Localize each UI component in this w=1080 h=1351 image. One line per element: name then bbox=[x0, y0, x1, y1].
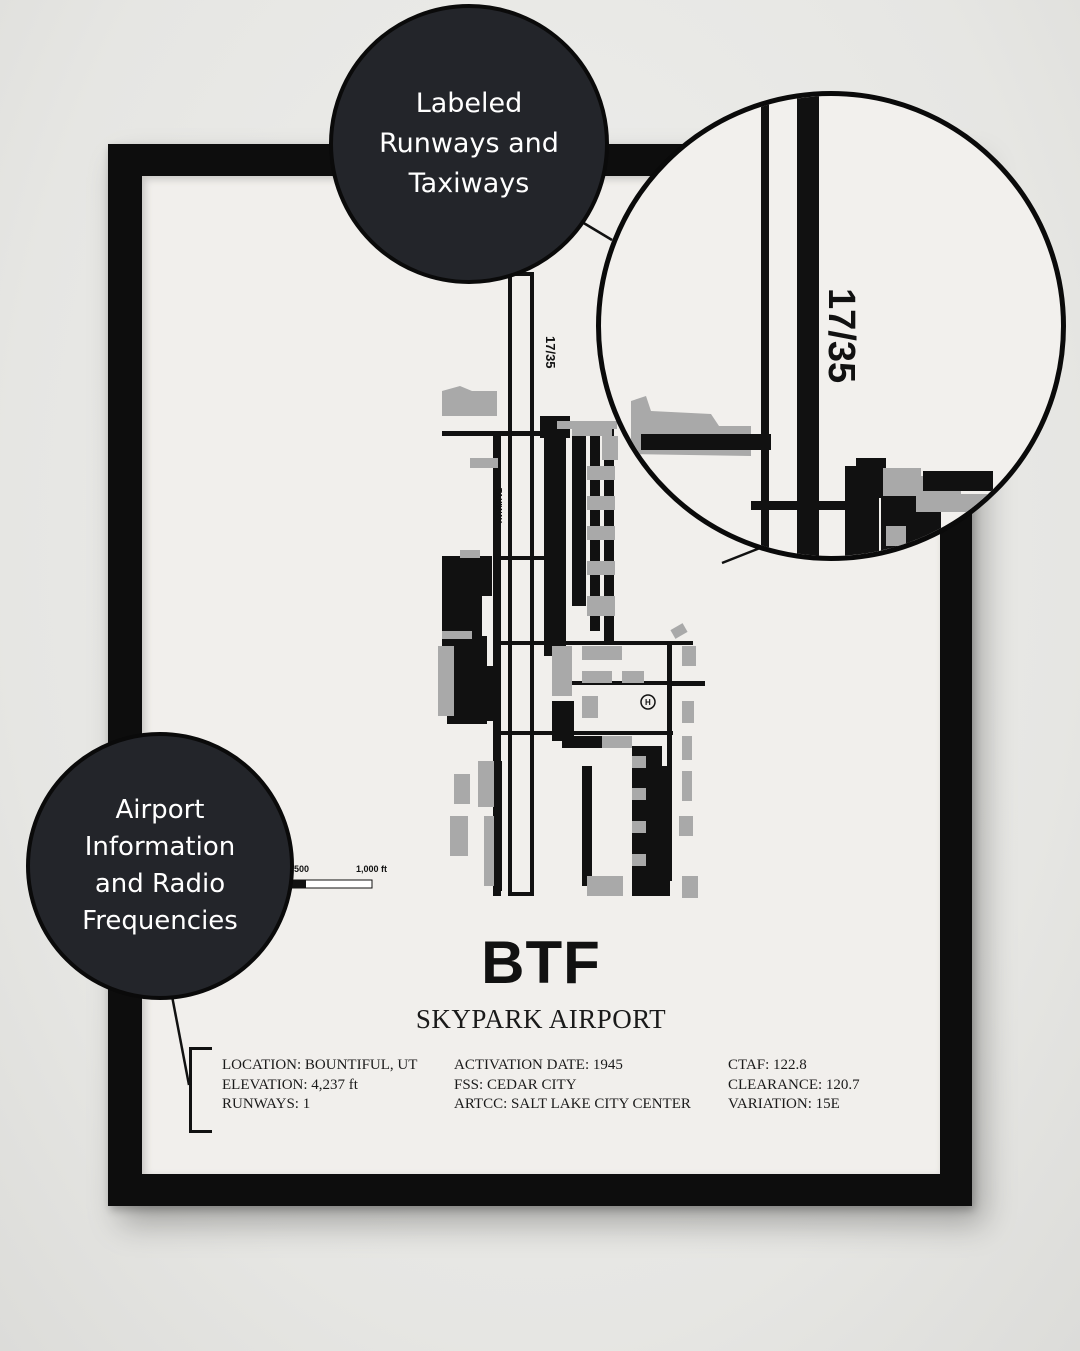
airport-name: SKYPARK AIRPORT bbox=[415, 1004, 667, 1034]
callout-info-line-4: Frequencies bbox=[82, 906, 238, 936]
info-clearance: CLEARANCE: 120.7 bbox=[728, 1076, 860, 1093]
info-bracket bbox=[189, 1047, 212, 1133]
callout-info-line-3: and Radio bbox=[94, 869, 226, 899]
info-activation-date: ACTIVATION DATE: 1945 bbox=[454, 1057, 623, 1073]
info-variation: VARIATION: 15E bbox=[728, 1096, 840, 1112]
info-ctaf: CTAF: 122.8 bbox=[728, 1057, 807, 1073]
callout-runways-line-3: Taxiways bbox=[408, 168, 530, 199]
info-fss: FSS: CEDAR CITY bbox=[454, 1076, 577, 1093]
callout-runways-line-1: Labeled bbox=[415, 88, 523, 119]
zoom-runway-label: 17/35 bbox=[820, 288, 862, 383]
heliport-marker bbox=[640, 694, 656, 710]
info-artcc: ARTCC: SALT LAKE CITY CENTER bbox=[454, 1096, 691, 1112]
scale-mid-label: 500 bbox=[294, 864, 309, 874]
zoom-runway-detail: 17/35 bbox=[631, 96, 996, 556]
callout-info-line-1: Airport bbox=[115, 795, 205, 825]
parallel-taxiway bbox=[493, 431, 501, 896]
info-column-history: ACTIVATION DATE: 1945 FSS: CEDAR CITY AR… bbox=[454, 1056, 691, 1115]
callout-info-line-2: Information bbox=[84, 832, 236, 862]
zoom-detail-circle: 17/35 bbox=[596, 91, 1066, 561]
runway-label: 17/35 bbox=[543, 336, 558, 369]
airport-code: BTF bbox=[481, 929, 601, 996]
scale-end-label: 1,000 ft bbox=[356, 864, 387, 874]
callout-runways-line-2: Runways and bbox=[379, 128, 559, 159]
airport-diagram: 17/35 TAXIWAY bbox=[291, 272, 705, 898]
heliport-symbol: H bbox=[645, 698, 651, 707]
info-runways: RUNWAYS: 1 bbox=[222, 1096, 311, 1112]
info-column-location: LOCATION: BOUNTIFUL, UT ELEVATION: 4,237… bbox=[222, 1056, 417, 1115]
info-location: LOCATION: BOUNTIFUL, UT bbox=[222, 1057, 418, 1073]
info-column-frequencies: CTAF: 122.8 CLEARANCE: 120.7 VARIATION: … bbox=[728, 1056, 860, 1115]
info-elevation: ELEVATION: 4,237 ft bbox=[222, 1076, 358, 1093]
callout-runways-taxiways: Labeled Runways and Taxiways bbox=[329, 4, 609, 284]
taxiway-label: TAXIWAY bbox=[494, 488, 503, 524]
callout-airport-information: Airport Information and Radio Frequencie… bbox=[26, 732, 294, 1000]
